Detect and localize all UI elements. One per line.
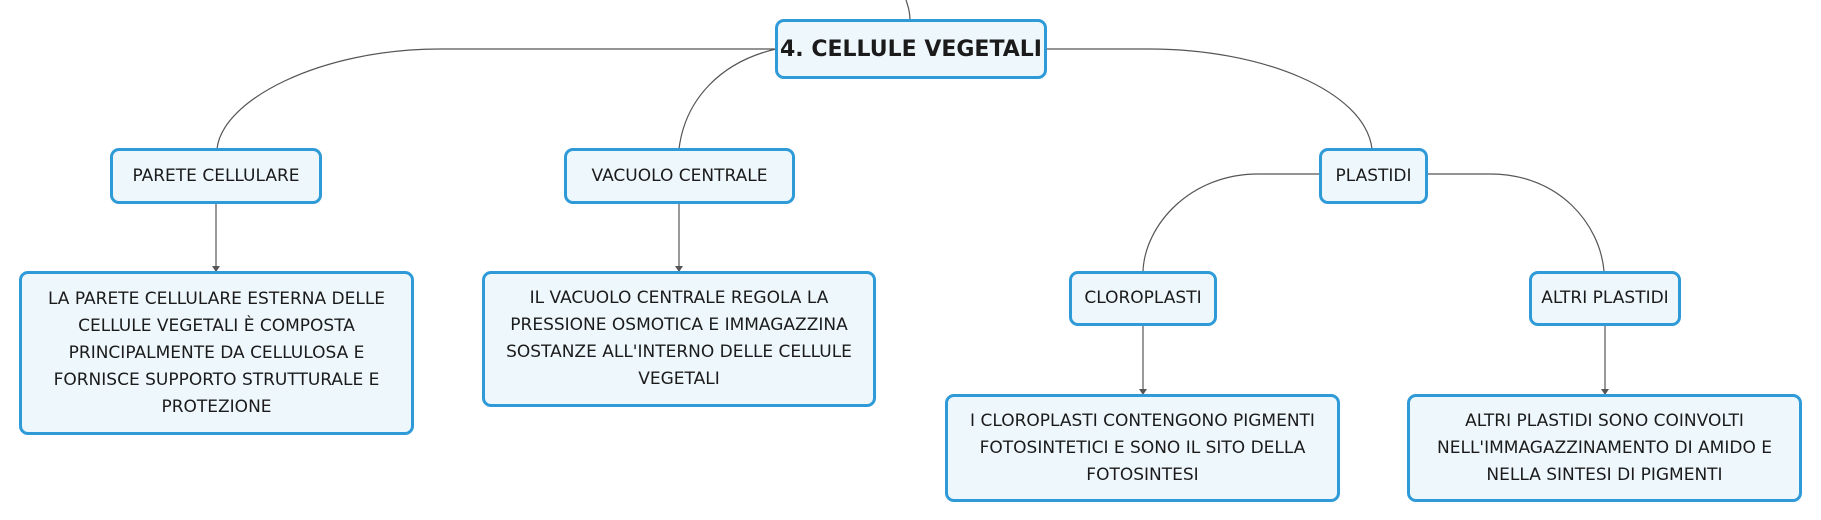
connector-root-parete (216, 48, 776, 150)
connector-root-parent (905, 0, 911, 21)
desc-parete-cellulare[interactable]: LA PARETE CELLULARE ESTERNA DELLE CELLUL… (19, 271, 414, 435)
arrowhead-vacuolo-desc (675, 266, 683, 272)
connector-root-plastidi (1045, 48, 1373, 150)
connector-root-vacuolo (678, 48, 777, 150)
arrowhead-altri-desc (1601, 389, 1609, 395)
arrowhead-cloroplasti-desc (1139, 389, 1147, 395)
root-node-label: 4. CELLULE VEGETALI (780, 36, 1042, 62)
connector-plastidi-cloroplasti (1142, 173, 1321, 272)
node-cloroplasti[interactable]: CLOROPLASTI (1069, 271, 1217, 326)
desc-altri-plastidi-text: ALTRI PLASTIDI SONO COINVOLTI NELL'IMMAG… (1437, 410, 1772, 485)
root-node[interactable]: 4. CELLULE VEGETALI (775, 19, 1047, 79)
node-plastidi[interactable]: PLASTIDI (1319, 148, 1428, 204)
node-cloroplasti-label: CLOROPLASTI (1084, 288, 1202, 308)
desc-vacuolo-centrale[interactable]: IL VACUOLO CENTRALE REGOLA LA PRESSIONE … (482, 271, 876, 407)
desc-cloroplasti[interactable]: I CLOROPLASTI CONTENGONO PIGMENTI FOTOSI… (945, 394, 1340, 502)
node-plastidi-label: PLASTIDI (1335, 165, 1412, 186)
desc-parete-cellulare-text: LA PARETE CELLULARE ESTERNA DELLE CELLUL… (47, 288, 386, 417)
node-altri-plastidi[interactable]: ALTRI PLASTIDI (1529, 271, 1681, 326)
node-altri-plastidi-label: ALTRI PLASTIDI (1541, 288, 1669, 308)
desc-cloroplasti-text: I CLOROPLASTI CONTENGONO PIGMENTI FOTOSI… (970, 410, 1315, 485)
node-vacuolo-centrale-label: VACUOLO CENTRALE (591, 165, 768, 186)
arrowhead-parete-desc (212, 266, 220, 272)
connector-plastidi-altri (1426, 173, 1605, 272)
desc-vacuolo-centrale-text: IL VACUOLO CENTRALE REGOLA LA PRESSIONE … (506, 288, 852, 389)
node-vacuolo-centrale[interactable]: VACUOLO CENTRALE (564, 148, 795, 204)
node-parete-cellulare-label: PARETE CELLULARE (132, 165, 300, 186)
node-parete-cellulare[interactable]: PARETE CELLULARE (110, 148, 322, 204)
desc-altri-plastidi[interactable]: ALTRI PLASTIDI SONO COINVOLTI NELL'IMMAG… (1407, 394, 1802, 502)
